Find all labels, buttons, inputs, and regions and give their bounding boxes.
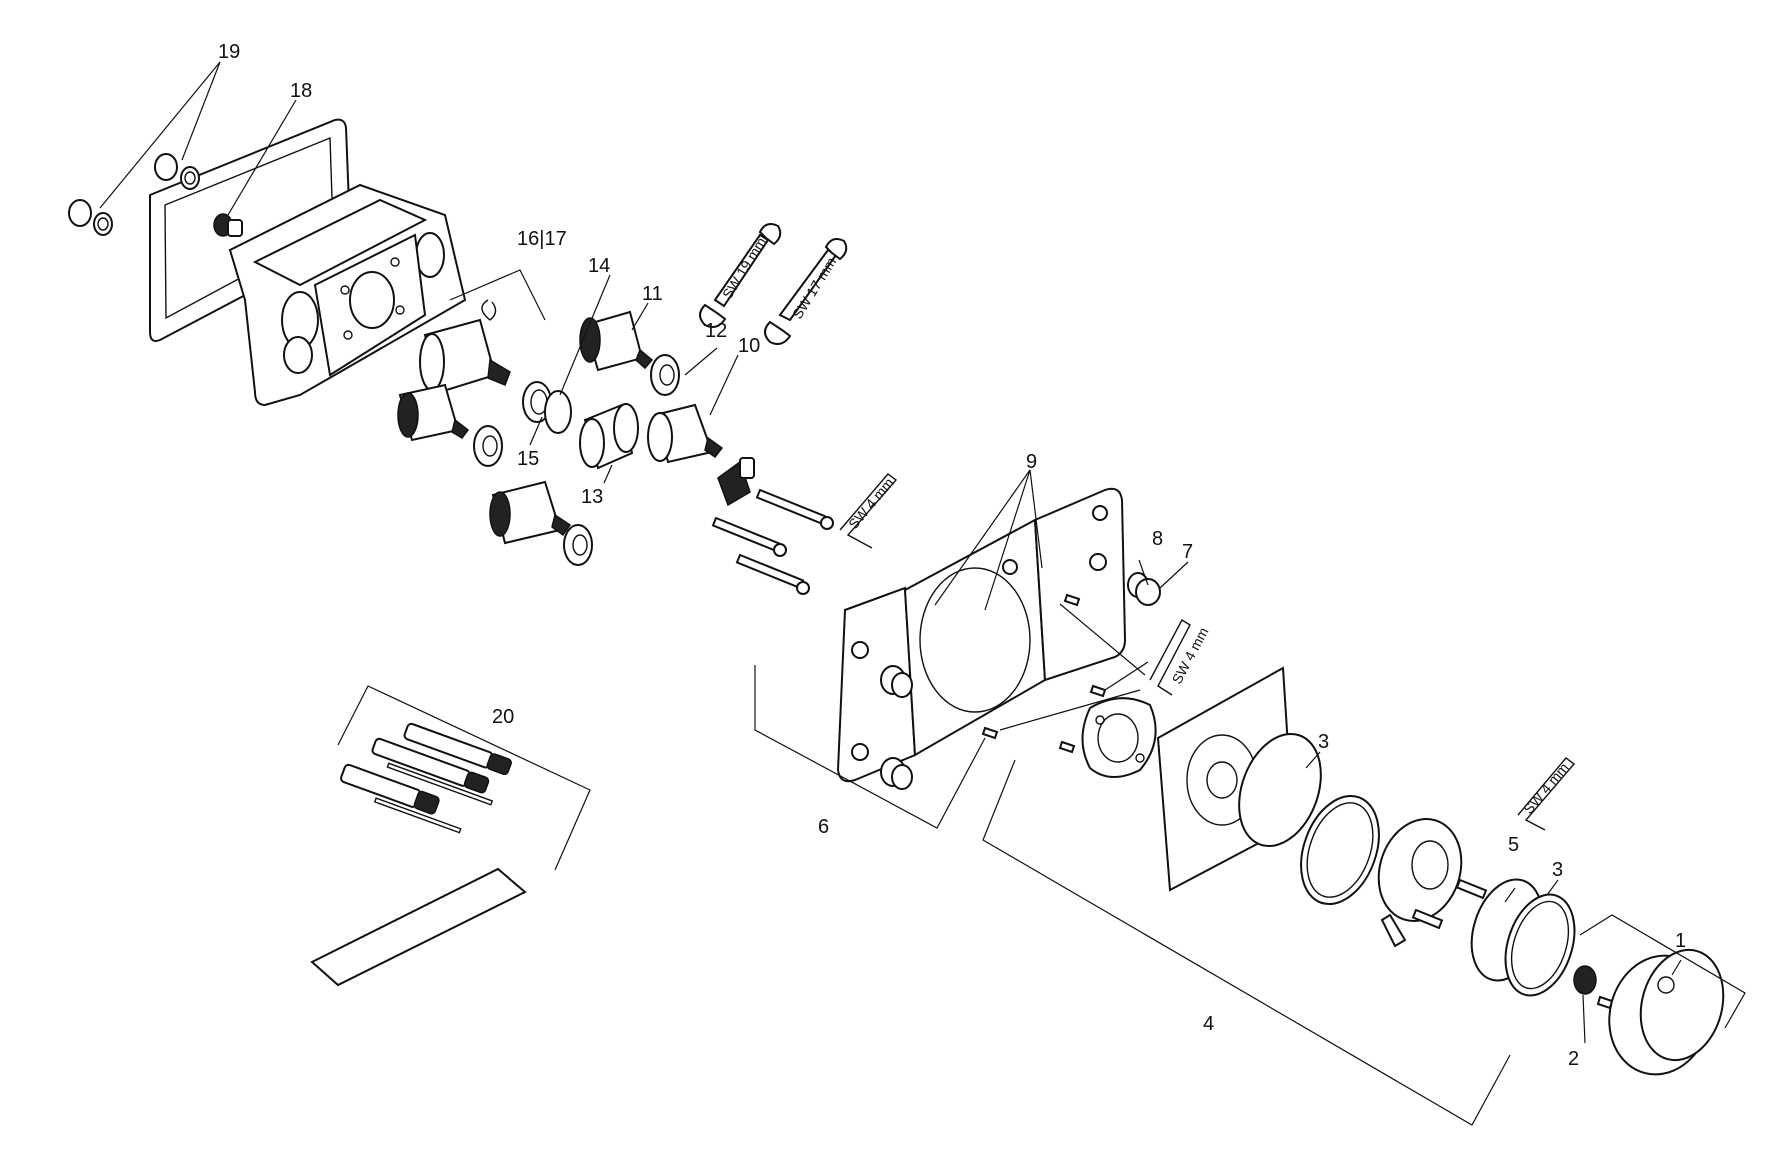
bracket-6 <box>754 665 986 829</box>
cartridge-11 <box>579 310 654 372</box>
cartridge-thermostat <box>419 318 511 394</box>
callout-9: 9 <box>1026 451 1037 473</box>
cartridge-left-1 <box>397 383 470 442</box>
screw-small-d <box>1058 740 1076 754</box>
o-ring-3a <box>1238 732 1322 848</box>
o-ring-15 <box>544 390 572 434</box>
hex-key-c-icon <box>1517 757 1576 831</box>
callout-1: 1 <box>1675 930 1686 952</box>
mounting-flange <box>1081 697 1157 778</box>
screw-small-b <box>1089 684 1107 698</box>
callout-20: 20 <box>492 706 514 728</box>
callout-16-17: 16|17 <box>517 228 567 250</box>
screws-long <box>711 488 834 595</box>
nut-lower <box>563 524 593 566</box>
instruction-sheet <box>310 867 527 987</box>
nipple-18 <box>213 213 243 237</box>
screw-5 <box>1411 878 1488 930</box>
rough-in-body-group <box>68 118 467 407</box>
plate-stud-2 <box>880 757 913 790</box>
callout-6: 6 <box>818 816 829 838</box>
plate-stud-1 <box>880 665 913 698</box>
sleeve-13 <box>579 403 639 470</box>
callout-15: 15 <box>517 448 539 470</box>
callout-18: 18 <box>290 80 312 102</box>
install-plate-center <box>903 518 1047 757</box>
cover-cap-7 <box>1127 572 1161 606</box>
spline-adapter <box>717 457 755 507</box>
callout-5: 5 <box>1508 834 1519 856</box>
plug-19b <box>154 153 200 190</box>
wrench-19-icon <box>699 223 782 328</box>
install-plate-right <box>1033 487 1127 682</box>
wrench-17-label: SW 17 mm <box>789 254 839 321</box>
callout-11: 11 <box>642 283 663 305</box>
screw-small-a <box>1063 593 1081 607</box>
callout-8: 8 <box>1152 528 1163 550</box>
screw-small-c <box>981 726 999 740</box>
wrench-17-icon <box>764 238 848 345</box>
bracket-16-17 <box>449 269 546 321</box>
callout-13: 13 <box>581 486 603 508</box>
callout-12: 12 <box>705 320 727 342</box>
hex-key-a-icon <box>839 473 898 549</box>
clip-16-17 <box>481 299 497 321</box>
bracket-20 <box>337 685 591 871</box>
hex-key-b-icon <box>1149 619 1191 696</box>
callout-7: 7 <box>1182 541 1193 563</box>
cartridge-left-2 <box>489 480 572 545</box>
nut-12 <box>650 354 680 396</box>
callout-2: 2 <box>1568 1048 1579 1070</box>
extension-kit-20 <box>310 722 527 987</box>
adapter-2 <box>1573 965 1614 1010</box>
bracket-1 <box>1579 914 1746 1029</box>
hex-key-a-label: SW 4 mm <box>845 475 897 532</box>
nut-15a <box>473 425 503 467</box>
callout-14: 14 <box>588 255 610 277</box>
callout-3b: 3 <box>1552 859 1563 881</box>
escutcheon-hub <box>1377 818 1463 948</box>
plug-19a <box>68 199 113 236</box>
wrench-19-label: SW 19 mm <box>719 234 769 301</box>
callout-3a: 3 <box>1318 731 1329 753</box>
handle-knob-1 <box>1608 948 1725 1076</box>
cartridge-10 <box>647 403 724 464</box>
callout-10: 10 <box>738 335 760 357</box>
hex-key-c-label: SW 4 mm <box>1520 760 1572 817</box>
bracket-4 <box>982 759 1511 1126</box>
callout-19: 19 <box>218 41 240 63</box>
callout-4: 4 <box>1203 1013 1214 1035</box>
install-plate-group <box>836 469 1127 790</box>
